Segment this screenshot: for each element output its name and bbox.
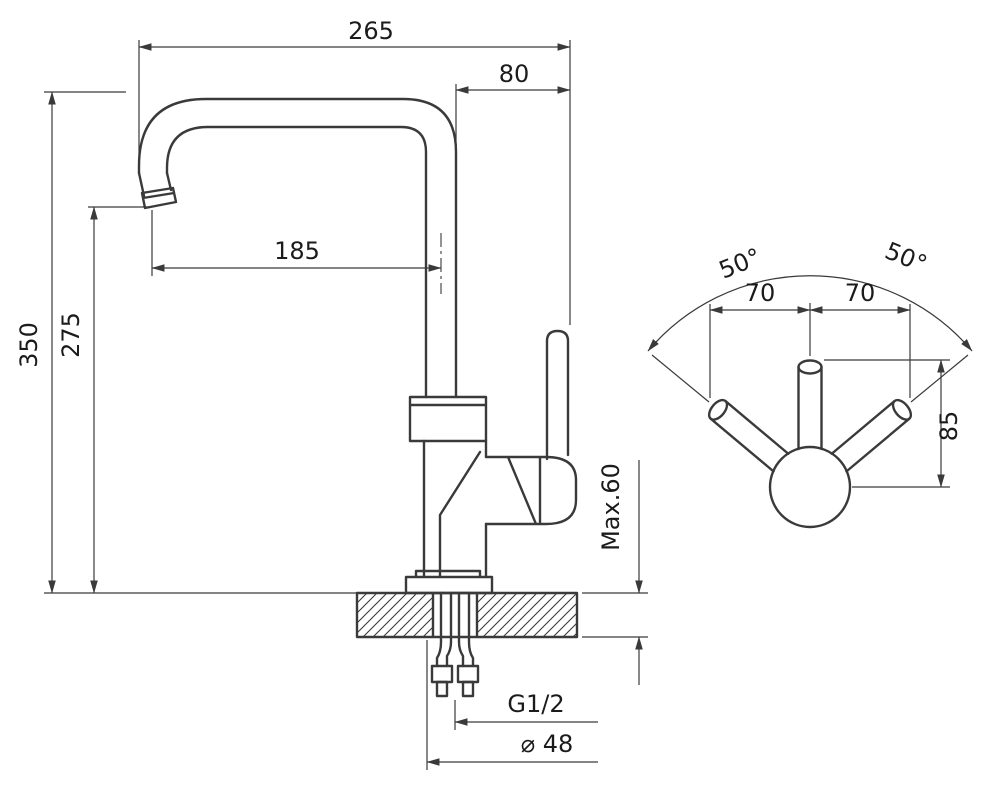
dim-overall-width-label: 265 bbox=[348, 17, 394, 45]
dim-handle-offset: 80 bbox=[455, 60, 571, 145]
dim-span-right-label: 70 bbox=[845, 279, 876, 307]
body-cylinder bbox=[422, 439, 488, 579]
dim-swing-arc: 50° 50° bbox=[647, 237, 973, 403]
counter-hatch-left bbox=[357, 594, 433, 636]
dim-max-deck-label: Max.60 bbox=[597, 463, 625, 551]
counter-outline bbox=[355, 591, 579, 639]
body-top-circle bbox=[768, 445, 852, 529]
dim-outlet-height: 275 bbox=[57, 206, 150, 594]
collar-nut bbox=[408, 395, 488, 443]
dim-handle-offset-label: 80 bbox=[499, 60, 530, 88]
spout-inner-edge bbox=[165, 125, 428, 399]
dim-spout-reach: 185 bbox=[151, 210, 442, 294]
top-view-dimensions: 50° 50° 70 70 85 bbox=[647, 237, 973, 488]
dim-total-height-label: 350 bbox=[15, 322, 43, 368]
dim-base-diameter: ⌀ 48 bbox=[426, 640, 598, 770]
hose-right-connector bbox=[456, 664, 480, 684]
supply-hoses bbox=[430, 591, 480, 698]
dim-swing-right-label: 50° bbox=[881, 237, 931, 279]
dim-supply-thread-label: G1/2 bbox=[507, 690, 564, 718]
counter-hatch-right bbox=[477, 594, 577, 636]
top-view: 50° 50° 70 70 85 bbox=[647, 237, 973, 529]
dim-max-deck-thickness: Max.60 bbox=[582, 460, 648, 685]
dim-spout-reach-label: 185 bbox=[274, 237, 320, 265]
dim-base-diameter-label: ⌀ 48 bbox=[521, 730, 574, 758]
hose-left-thread bbox=[435, 680, 449, 698]
countertop bbox=[355, 591, 579, 639]
base-flange bbox=[404, 569, 494, 595]
dim-handle-span: 70 70 bbox=[709, 279, 911, 398]
dim-overall-width: 265 bbox=[138, 17, 571, 325]
handle-left-position bbox=[707, 398, 790, 473]
aerator bbox=[140, 186, 178, 210]
dim-supply-thread: G1/2 bbox=[454, 690, 598, 730]
dim-handle-length: 85 bbox=[824, 359, 963, 488]
side-view-dimensions: 265 80 185 350 275 bbox=[15, 17, 648, 770]
lever-handle bbox=[545, 329, 570, 461]
cartridge-housing bbox=[484, 455, 578, 526]
dim-total-height: 350 bbox=[15, 91, 357, 594]
hose-right bbox=[457, 591, 475, 668]
spout-outer-edge bbox=[137, 97, 458, 399]
dim-outlet-height-label: 275 bbox=[57, 312, 85, 358]
dim-span-left-label: 70 bbox=[745, 279, 776, 307]
dim-handle-length-label: 85 bbox=[935, 411, 963, 442]
handle-right-position bbox=[830, 398, 913, 473]
hose-left bbox=[435, 591, 453, 668]
faucet-outline bbox=[137, 97, 578, 595]
hose-left-connector bbox=[430, 664, 454, 684]
side-view: 265 80 185 350 275 bbox=[15, 17, 648, 770]
hose-right-thread bbox=[461, 680, 475, 698]
handle-center-position bbox=[797, 359, 823, 451]
